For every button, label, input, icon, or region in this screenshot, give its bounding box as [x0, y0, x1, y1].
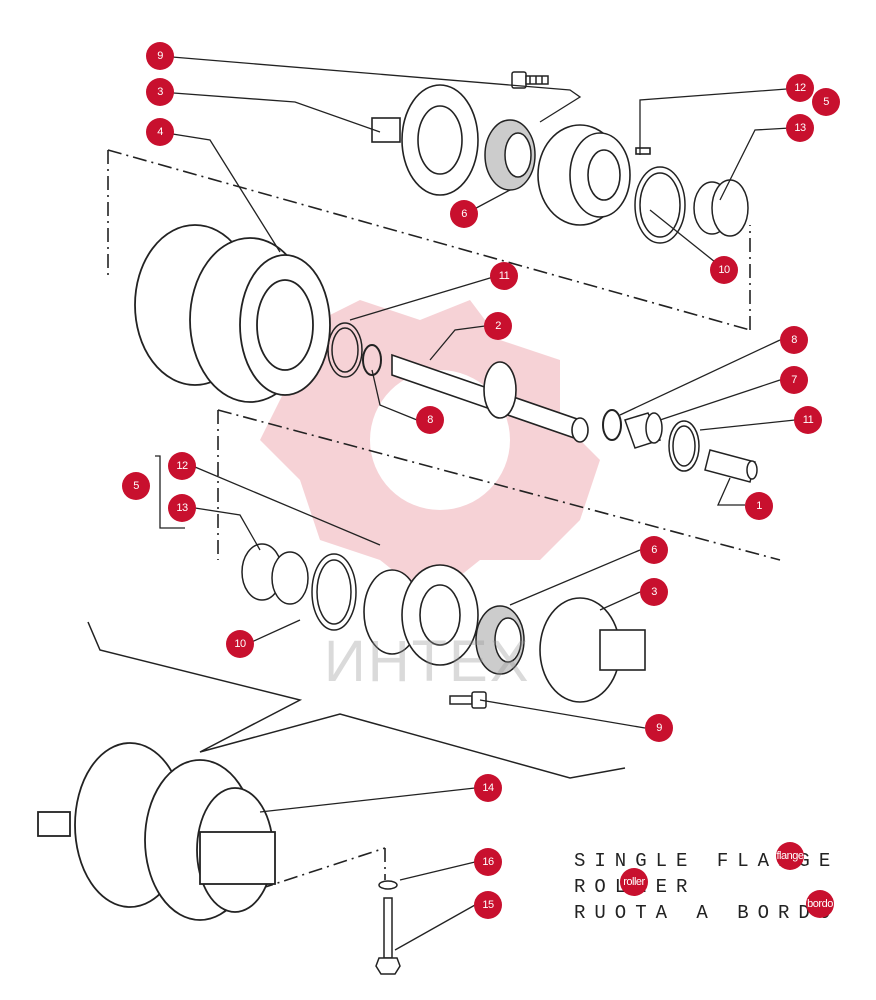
caption-line-1: SINGLE FLANGE	[574, 850, 840, 872]
cap-top	[693, 179, 749, 237]
separator-lines	[87, 621, 626, 779]
callout-1: 1	[745, 492, 773, 520]
leader-lines	[155, 55, 801, 951]
callout-6: 6	[450, 200, 478, 228]
oring-right	[602, 409, 622, 441]
cap-bottom	[241, 543, 309, 605]
watermark-logo	[260, 300, 600, 600]
ring-top	[634, 166, 686, 244]
callout-10: 10	[226, 630, 254, 658]
callout-9: 9	[146, 42, 174, 70]
callout-4: 4	[146, 118, 174, 146]
bushing-top	[537, 124, 651, 226]
seal-top	[484, 119, 536, 191]
callout-7: 7	[780, 366, 808, 394]
ring-11-right	[668, 420, 700, 472]
sleeve-7	[624, 412, 663, 449]
callout-16: 16	[474, 848, 502, 876]
callout-6: 6	[640, 536, 668, 564]
callout-15: 15	[474, 891, 502, 919]
callout-8: 8	[780, 326, 808, 354]
bushing-bottom	[363, 564, 479, 666]
callout-11: 11	[490, 262, 518, 290]
callout-13: 13	[786, 114, 814, 142]
caption-tag-roller: roller	[620, 868, 648, 896]
callout-12: 12	[168, 452, 196, 480]
pin-1	[704, 449, 758, 483]
roller-assembly	[37, 742, 276, 921]
callout-8: 8	[416, 406, 444, 434]
callout-5: 5	[812, 88, 840, 116]
callout-3: 3	[146, 78, 174, 106]
bolt-top	[511, 71, 549, 89]
callout-5: 5	[122, 472, 150, 500]
callout-3: 3	[640, 578, 668, 606]
callout-2: 2	[484, 312, 512, 340]
seal-bottom	[475, 605, 525, 675]
housing-bottom	[539, 597, 646, 703]
roller-wheel	[134, 224, 331, 403]
caption-tag-bordo: bordo	[806, 890, 834, 918]
caption-line-3: RUOTA A BORDO	[574, 902, 840, 924]
callout-9: 9	[645, 714, 673, 742]
bolt-15-16	[375, 880, 401, 975]
bolt-bottom	[449, 691, 487, 709]
housing-top	[371, 84, 479, 196]
caption-tag-flange: flange	[776, 842, 804, 870]
callout-12: 12	[786, 74, 814, 102]
ring-bottom	[311, 553, 357, 631]
callout-11: 11	[794, 406, 822, 434]
callout-14: 14	[474, 774, 502, 802]
shaft	[391, 353, 589, 443]
callout-10: 10	[710, 256, 738, 284]
oring-left	[362, 344, 382, 376]
ring-11-left	[327, 322, 363, 378]
callout-13: 13	[168, 494, 196, 522]
watermark-text: ИНТЕХ	[324, 629, 531, 694]
